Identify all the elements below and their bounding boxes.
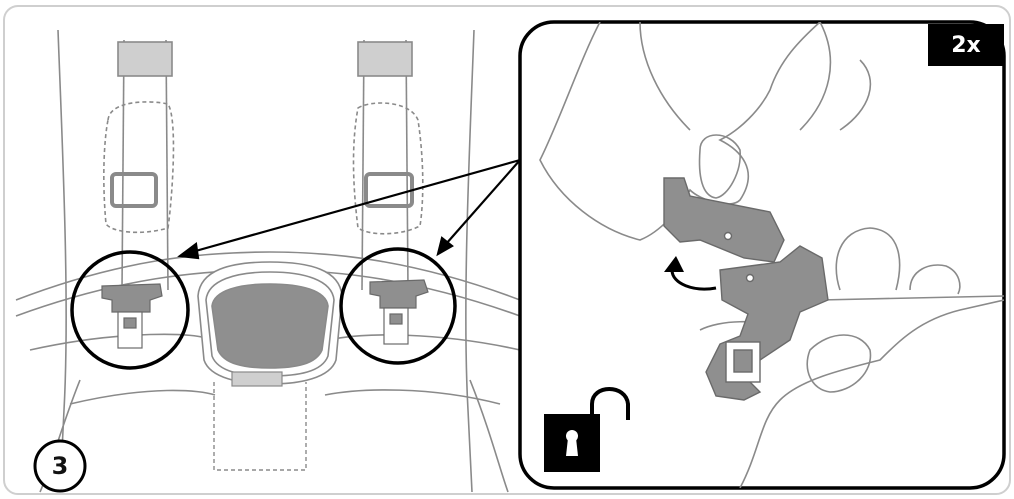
step-number: 3 — [35, 441, 85, 491]
repeat-label: 2x — [928, 24, 1004, 66]
